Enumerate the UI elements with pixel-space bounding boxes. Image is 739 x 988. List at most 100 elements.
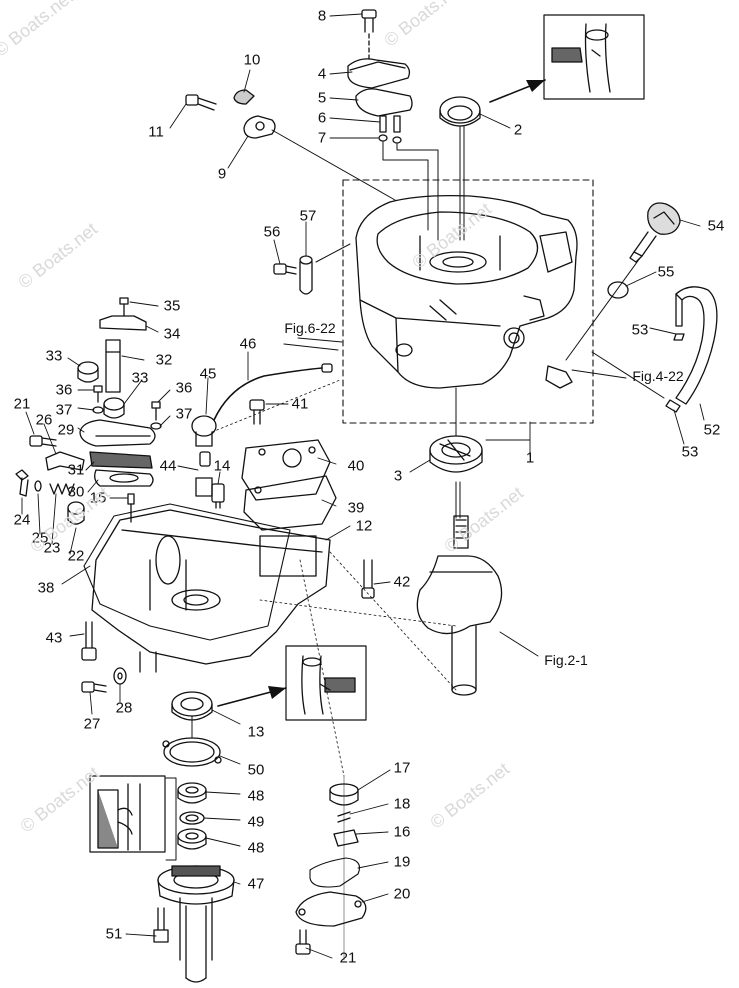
figure-ref-6-22: Fig.6-22 xyxy=(284,320,336,336)
callout-22: 22 xyxy=(67,547,85,565)
callout-25: 25 xyxy=(31,529,49,547)
callout-26: 26 xyxy=(35,411,53,429)
bolt-42 xyxy=(361,559,375,599)
bolt-8 xyxy=(361,9,377,33)
cap-33-right xyxy=(103,397,125,419)
callout-46: 46 xyxy=(239,335,257,353)
callout-19: 19 xyxy=(393,853,411,871)
bolt-21-top xyxy=(29,435,57,447)
clip-53-upper xyxy=(673,333,685,341)
callout-15: 15 xyxy=(89,489,107,507)
screw-35 xyxy=(119,297,129,317)
plug-22 xyxy=(67,501,85,525)
callout-3: 3 xyxy=(393,467,403,485)
callout-23: 23 xyxy=(43,539,61,557)
bolt-15 xyxy=(127,493,135,523)
cable-46 xyxy=(213,367,323,421)
spring-23 xyxy=(49,483,75,495)
callout-34: 34 xyxy=(163,325,181,343)
fitting-24 xyxy=(15,469,29,497)
bolt-41 xyxy=(249,399,265,425)
callout-12: 12 xyxy=(355,517,373,535)
callout-10: 10 xyxy=(243,51,261,69)
dowel-pins-6 xyxy=(379,115,401,133)
routing-lines xyxy=(211,379,457,777)
callout-31: 31 xyxy=(67,461,85,479)
crankshaft xyxy=(416,515,503,696)
callout-24: 24 xyxy=(13,511,31,529)
bracket-26 xyxy=(45,451,85,471)
callout-2: 2 xyxy=(513,121,523,139)
diaphragm-31 xyxy=(89,451,153,469)
callout-45: 45 xyxy=(199,365,217,383)
callout-1: 1 xyxy=(525,449,535,467)
inset-arrow-top-head xyxy=(526,80,545,92)
figure-ref-2-1: Fig.2-1 xyxy=(544,652,588,668)
callout-21-top: 21 xyxy=(13,395,31,413)
callout-54: 54 xyxy=(707,217,725,235)
detail-inset-lower xyxy=(89,775,166,853)
callout-37-left: 37 xyxy=(55,401,73,419)
callout-21-bottom: 21 xyxy=(339,949,357,967)
pump-29 xyxy=(79,419,156,447)
o-ring-55 xyxy=(607,281,629,299)
bearing-3 xyxy=(429,435,483,473)
callout-17: 17 xyxy=(393,759,411,777)
callout-48-upper: 48 xyxy=(247,787,265,805)
callout-48-lower: 48 xyxy=(247,839,265,857)
callout-36-right: 36 xyxy=(175,379,193,397)
bracket-9 xyxy=(243,115,276,139)
callout-52: 52 xyxy=(703,421,721,439)
callout-35: 35 xyxy=(163,297,181,315)
cover-20 xyxy=(295,891,367,927)
cover-plate-40 xyxy=(241,439,331,501)
seal-48-upper xyxy=(177,782,207,804)
callout-33-left: 33 xyxy=(45,347,63,365)
bolt-21-bottom xyxy=(295,929,311,955)
callout-30: 30 xyxy=(67,483,85,501)
callout-57: 57 xyxy=(299,207,317,225)
o-ring-19 xyxy=(309,857,361,888)
callout-53-upper: 53 xyxy=(631,321,649,339)
connector-44 xyxy=(195,451,213,497)
detail-inset-middle xyxy=(285,645,367,721)
pin-57 xyxy=(299,255,313,295)
callout-43: 43 xyxy=(45,629,63,647)
clip-10 xyxy=(233,89,255,105)
washer-28 xyxy=(113,667,127,685)
callout-37-right: 37 xyxy=(175,405,193,423)
oil-seal-2 xyxy=(439,96,481,127)
bracket-34 xyxy=(99,315,147,331)
bolt-27 xyxy=(81,681,107,693)
callout-40: 40 xyxy=(347,457,365,475)
gasket-39 xyxy=(243,475,337,531)
callout-4: 4 xyxy=(317,65,327,83)
seal-48-lower xyxy=(177,828,207,850)
callout-47: 47 xyxy=(247,875,265,893)
bolt-51 xyxy=(153,907,169,943)
terminal-14 xyxy=(211,483,225,509)
lower-casing-12 xyxy=(91,509,331,673)
callout-5: 5 xyxy=(317,89,327,107)
callout-53-lower: 53 xyxy=(681,443,699,461)
callout-33-right: 33 xyxy=(131,369,149,387)
sensor-45 xyxy=(191,415,217,447)
o-rings-7 xyxy=(378,134,402,144)
callout-42: 42 xyxy=(393,573,411,591)
callout-55: 55 xyxy=(657,263,675,281)
gasket-38 xyxy=(83,503,291,641)
screws-36 xyxy=(93,385,161,421)
callout-11: 11 xyxy=(148,123,164,141)
spring-18 xyxy=(337,811,351,823)
callout-44: 44 xyxy=(159,457,177,475)
callout-27: 27 xyxy=(83,715,101,733)
callout-13: 13 xyxy=(247,723,265,741)
housing-47 xyxy=(157,865,235,983)
callout-28: 28 xyxy=(115,699,133,717)
clip-53-lower xyxy=(665,399,681,413)
callout-51: 51 xyxy=(105,925,123,943)
callout-6: 6 xyxy=(317,109,327,127)
callout-14: 14 xyxy=(213,457,231,475)
callout-39: 39 xyxy=(347,499,365,517)
cap-33-left xyxy=(77,361,99,383)
